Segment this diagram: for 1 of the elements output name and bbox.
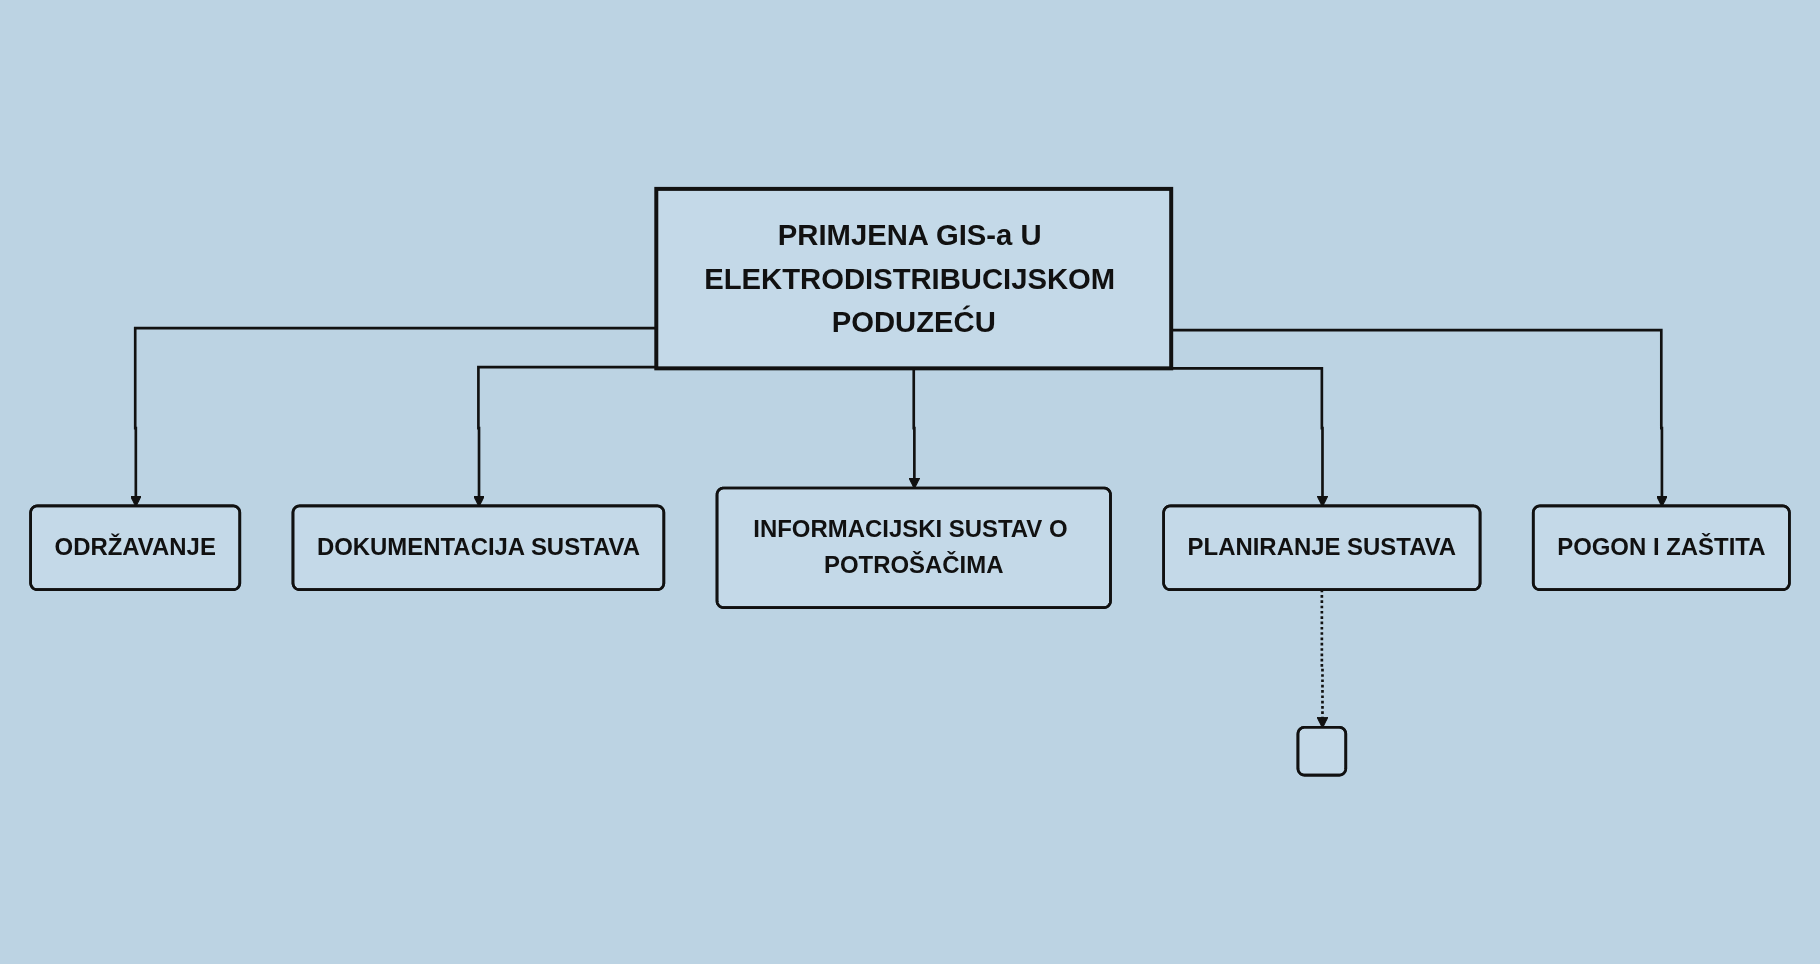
node-box: PRIMJENA GIS-a U ELEKTRODISTRIBUCIJSKOM PODUZEĆU xyxy=(654,186,1174,371)
